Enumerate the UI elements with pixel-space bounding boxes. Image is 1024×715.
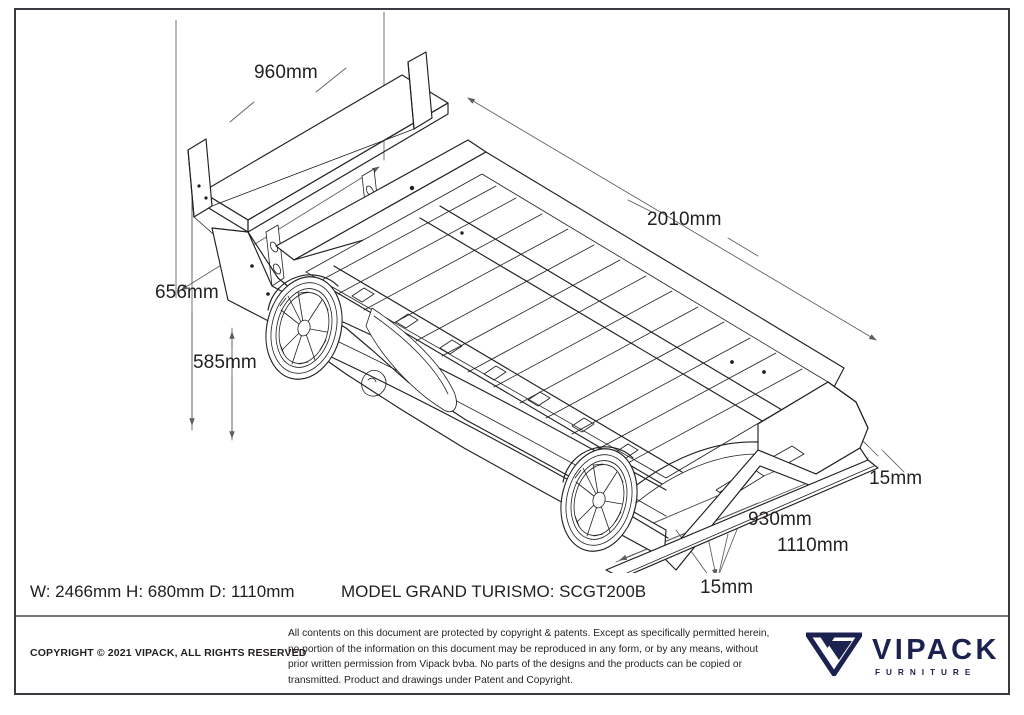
dimension-label-inner-width: 930mm bbox=[748, 509, 812, 530]
legal-line-4: transmitted. Product and drawings under … bbox=[288, 674, 573, 686]
dimension-label-panel-thickness-right: 15mm bbox=[869, 468, 923, 489]
vipack-triangle-mark-icon bbox=[803, 632, 865, 681]
specification-row: W: 2466mm H: 680mm D: 1110mm MODEL GRAND… bbox=[16, 573, 1008, 617]
dimension-label-body-height: 585mm bbox=[193, 352, 257, 373]
legal-row: COPYRIGHT © 2021 VIPACK, ALL RIGHTS RESE… bbox=[16, 617, 1008, 693]
car-bed-geometry bbox=[187, 51, 879, 573]
legal-line-3: prior written permission from Vipack bvb… bbox=[288, 659, 742, 670]
vipack-wordmark: VIPACK FURNITURE bbox=[872, 633, 1000, 677]
front-wheel bbox=[560, 448, 638, 552]
dimension-label-total-height: 656mm bbox=[155, 282, 219, 303]
legal-line-2: no portion of the information on this do… bbox=[288, 643, 759, 655]
vipack-logo-subtitle: FURNITURE bbox=[875, 667, 977, 677]
dimension-label-panel-thickness-left: 15mm bbox=[700, 577, 754, 598]
bed-slats bbox=[317, 185, 803, 466]
dimension-label-bed-length: 2010mm bbox=[647, 209, 722, 230]
legal-disclaimer: All contents on this document are protec… bbox=[288, 626, 770, 688]
product-model-text: MODEL GRAND TURISMO: SCGT200B bbox=[341, 582, 647, 601]
legal-line-1: All contents on this document are protec… bbox=[288, 628, 770, 639]
vipack-logo: VIPACK FURNITURE bbox=[803, 628, 1006, 684]
title-block: W: 2466mm H: 680mm D: 1110mm MODEL GRAND… bbox=[16, 573, 1008, 693]
bed-deck bbox=[275, 139, 845, 485]
dimension-label-outer-width: 1110mm bbox=[777, 535, 849, 556]
car-bed-drawing: .ln { fill:none; stroke:#231f20; stroke-… bbox=[16, 10, 1008, 573]
dimension-label-spoiler-width: 960mm bbox=[254, 62, 318, 83]
front-nose bbox=[663, 381, 869, 571]
vipack-logo-name: VIPACK bbox=[872, 633, 1000, 666]
copyright-notice: COPYRIGHT © 2021 VIPACK, ALL RIGHTS RESE… bbox=[30, 647, 307, 659]
product-dimensions-text: W: 2466mm H: 680mm D: 1110mm bbox=[30, 582, 295, 601]
rear-wheel bbox=[265, 276, 343, 380]
base-platform bbox=[605, 459, 879, 573]
